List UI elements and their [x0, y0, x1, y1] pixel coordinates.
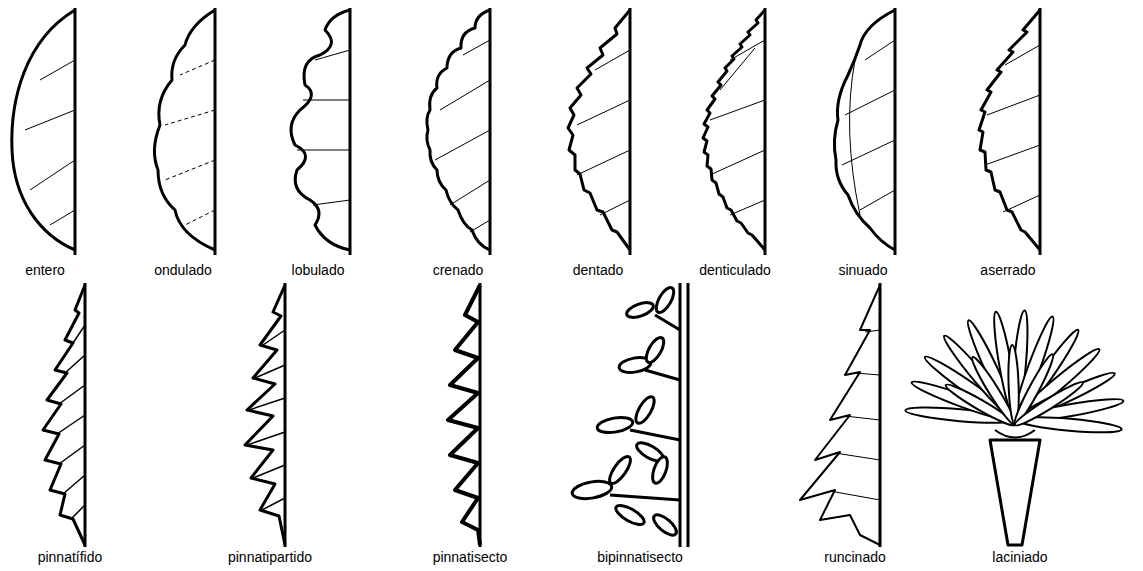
leaf-laciniado: [905, 310, 1124, 545]
leaf-pinnatipartido: [245, 283, 285, 547]
leaf-pinnatisecto: [448, 283, 480, 547]
margin-label: crenado: [433, 262, 484, 278]
margin-label: denticulado: [699, 262, 771, 278]
leaf-sinuado: [834, 8, 895, 255]
leaf-aserrado: [979, 8, 1040, 255]
margin-label: pinnatífido: [38, 549, 103, 565]
leaf-entero: [12, 8, 75, 255]
margin-label: sinuado: [838, 262, 887, 278]
margin-label: lobulado: [292, 262, 345, 278]
margin-label: pinnatipartido: [228, 549, 312, 565]
leaf-denticulado: [703, 8, 765, 255]
margin-label: ondulado: [154, 262, 212, 278]
margin-label: pinnatisecto: [433, 549, 508, 565]
margin-label: aserrado: [980, 262, 1035, 278]
leaf-ondulado: [154, 8, 215, 255]
leaf-pinnatifido: [43, 283, 85, 547]
leaf-bipinnatisecto: [571, 283, 688, 547]
leaf-lobulado: [291, 8, 350, 255]
leaf-runcinado: [800, 283, 880, 547]
leaf-dentado: [568, 8, 630, 255]
margin-label: entero: [25, 262, 65, 278]
leaf-crenado: [427, 8, 490, 255]
margin-label: laciniado: [992, 549, 1047, 565]
margin-label: runcinado: [824, 549, 886, 565]
margin-label: bipinnatisecto: [597, 549, 683, 565]
margin-label: dentado: [573, 262, 624, 278]
